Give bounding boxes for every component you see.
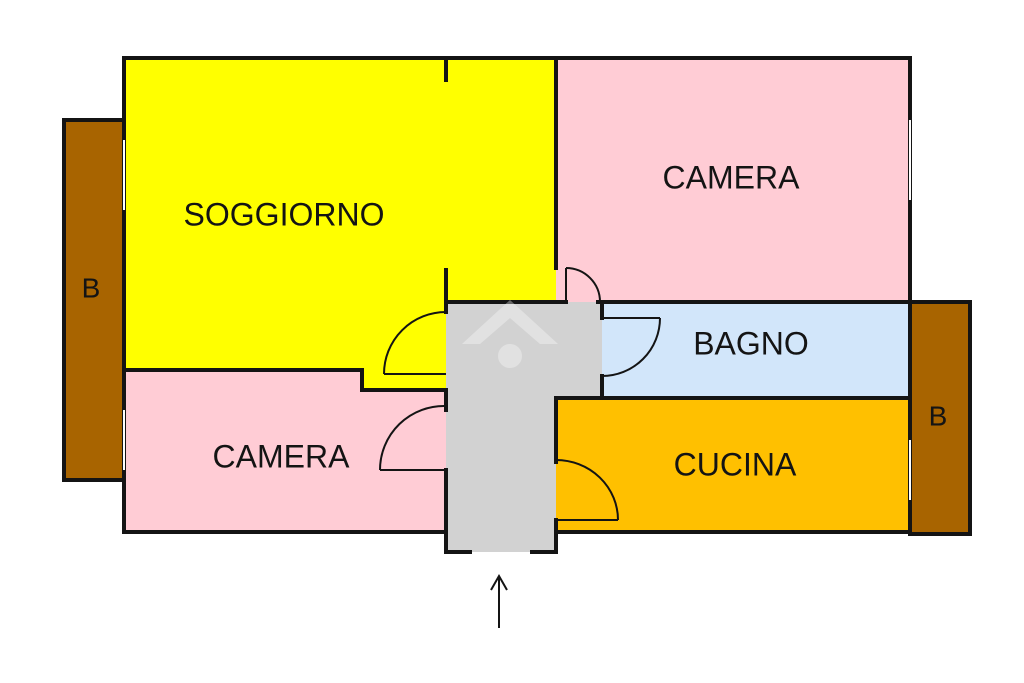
room-camera-bottom [124,372,446,532]
label-bagno: BAGNO [693,325,809,361]
door-bagno [601,317,661,377]
room-bagno [602,304,910,398]
door-cucina [555,459,619,521]
balcony-left [62,118,126,482]
label-camera-bottom: CAMERA [213,438,351,474]
label-balcony-right: B [929,400,948,431]
label-camera-top: CAMERA [663,159,801,195]
house-logo-icon [462,300,558,368]
hallway [446,302,602,552]
label-soggiorno: SOGGIORNO [184,196,385,232]
room-camera-top [556,58,910,302]
door-camera-top [565,267,601,303]
windows [123,120,911,500]
label-cucina: CUCINA [674,446,797,482]
room-soggiorno [124,58,556,390]
entrance-arrow-icon [490,573,508,628]
balcony-right [908,300,972,536]
door-soggiorno [383,311,447,375]
room-cucina [556,400,910,532]
label-balcony-left: B [82,272,101,303]
door-camera-bottom [379,404,447,471]
doors [379,267,661,521]
walls [122,56,912,554]
